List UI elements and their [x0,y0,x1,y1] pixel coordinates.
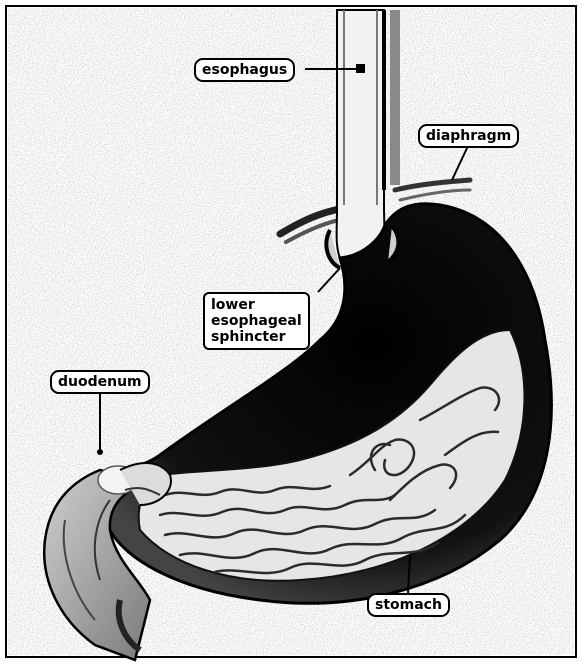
label-les-line-2: esophageal [211,313,302,329]
label-lower-esophageal-sphincter: lower esophageal sphincter [203,292,310,350]
esophagus-pointer-dot [356,64,365,73]
label-les-line-1: lower [211,297,302,313]
label-esophagus: esophagus [194,58,295,82]
label-les-line-3: sphincter [211,329,302,345]
label-diaphragm: diaphragm [418,124,519,148]
label-duodenum: duodenum [50,370,150,394]
label-stomach: stomach [367,593,450,617]
duodenum-pointer-dot [97,449,103,455]
